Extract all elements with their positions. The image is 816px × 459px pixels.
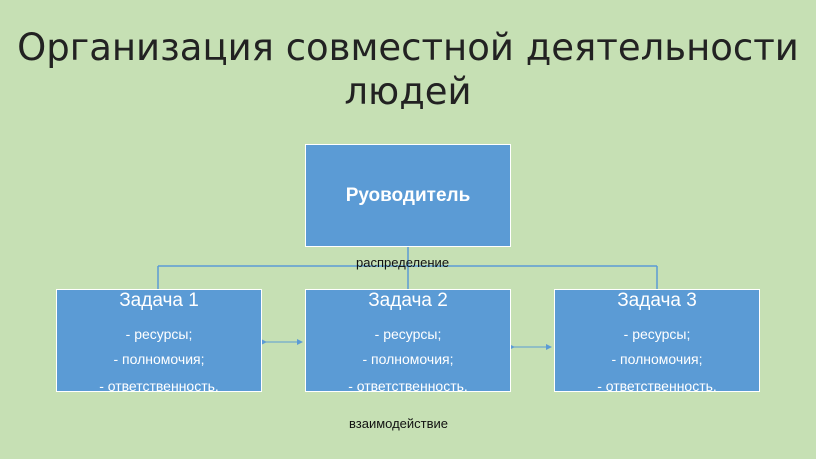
task-item: - ответственность. (99, 378, 219, 394)
root-label: Руоводитель (345, 185, 471, 206)
slide-title: Организация совместной деятельности люде… (0, 26, 816, 114)
distribution-caption: распределение (356, 255, 450, 270)
task-item: - ресурсы; (374, 326, 442, 342)
task-node-2: Задача 2 - ресурсы; - полномочия; - отве… (305, 289, 511, 394)
task-item: - ресурсы; (125, 326, 193, 342)
task-item: - полномочия; (113, 351, 205, 367)
task-node-3: Задача 3 - ресурсы; - полномочия; - отве… (554, 289, 760, 394)
task-name: Задача 2 (368, 290, 448, 311)
title-line-2: людей (344, 70, 472, 113)
task-name: Задача 3 (617, 290, 697, 311)
title-line-1: Организация совместной деятельности (17, 26, 799, 69)
task-item: - ответственность. (597, 378, 717, 394)
interaction-caption: взаимодействие (349, 416, 449, 431)
task-name: Задача 1 (119, 290, 199, 311)
root-node: Руоводитель (305, 144, 511, 247)
task-item: - полномочия; (362, 351, 454, 367)
task-node-1: Задача 1 - ресурсы; - полномочия; - отве… (56, 289, 262, 394)
task-item: - полномочия; (611, 351, 703, 367)
task-item: - ответственность. (348, 378, 468, 394)
task-item: - ресурсы; (623, 326, 691, 342)
